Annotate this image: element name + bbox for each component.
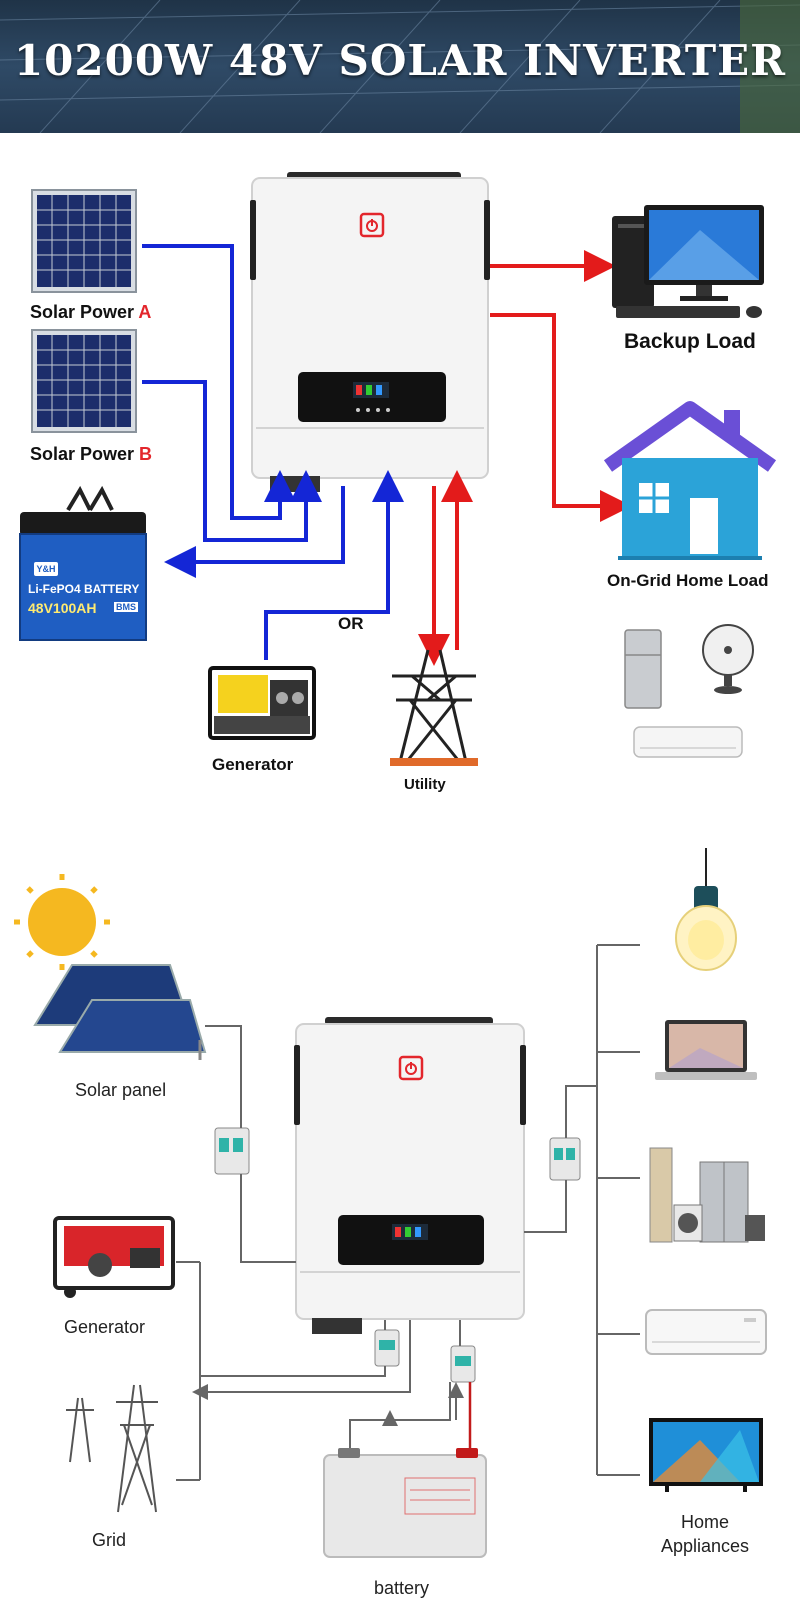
television-icon [649,1418,763,1492]
home-icon [603,401,777,560]
inverter-bottom [294,1017,526,1334]
appliances-top [624,624,754,758]
solar-panel-background [0,0,800,133]
inverter-top [250,172,490,492]
generator-bottom-label: Generator [64,1317,146,1337]
home-appliances-line1: Home [680,1512,729,1532]
computer-icon [612,205,764,318]
dc-wires [142,244,404,660]
solar-power-b-letter: B [139,444,153,464]
solar-power-b-text: Solar Power [30,444,140,464]
battery-bms-badge: BMS [114,602,138,612]
kitchen-appliances-icon [649,1147,765,1243]
backup-load-label: Backup Load [624,330,756,353]
generator-bottom [53,1216,175,1298]
air-conditioner-icon [645,1309,767,1355]
solar-power-a-letter: A [138,302,152,322]
utility-label: Utility [404,776,446,793]
on-grid-home-load-label: On-Grid Home Load [607,571,769,590]
solar-panel-a [31,189,137,293]
home-appliances-line2: Appliances [660,1536,750,1556]
grid-towers [66,1384,158,1513]
solar-power-a-label: Solar Power A [30,302,151,323]
battery-spec: 48V100AH [28,600,97,616]
light-bulb-icon [675,848,737,971]
battery-name: Li-FePO4 BATTERY [28,582,140,596]
generator-top-label: Generator [212,755,294,774]
solar-power-b-label: Solar Power B [30,444,152,465]
ac-wires [418,250,632,666]
solar-panel-array [33,964,207,1060]
banner: 10200W 48V SOLAR INVERTER [0,0,800,133]
gray-wiring [176,944,640,1481]
sun-icon [14,874,110,970]
grid-label: Grid [92,1530,127,1550]
or-label: OR [338,614,364,633]
battery-brand: Y&H [36,564,56,574]
banner-title: 10200W 48V SOLAR INVERTER [13,36,787,85]
generator-top [208,666,316,740]
battery-bottom [323,1448,487,1558]
solar-power-a-text: Solar Power [30,302,139,322]
solar-panel-label: Solar panel [75,1080,167,1100]
solar-panel-b [31,329,137,433]
lifepo4-battery [19,485,147,641]
utility-tower [390,649,478,766]
laptop-icon [655,1020,757,1080]
battery-label: battery [374,1578,430,1598]
